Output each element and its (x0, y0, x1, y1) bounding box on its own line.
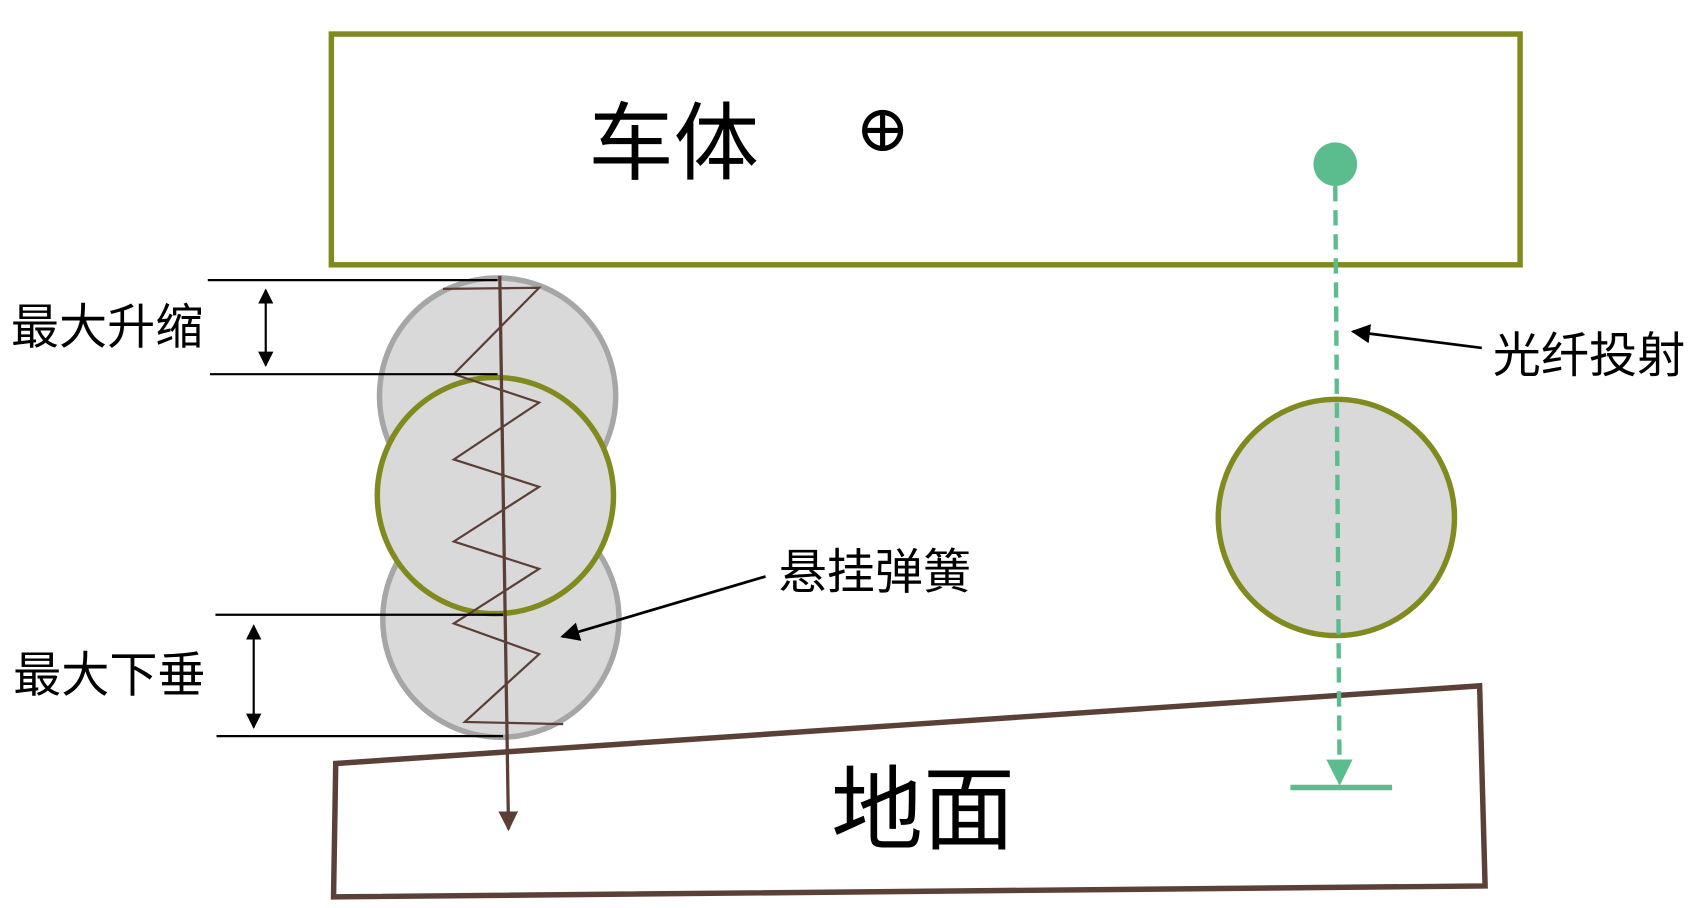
fiber-callout-arrow (1350, 324, 1482, 350)
wheel-right (1215, 396, 1458, 639)
fiber-projection-line (1326, 186, 1353, 786)
fiber-sensor-dot (1313, 142, 1358, 187)
suspension-spring (442, 286, 564, 726)
fiber-projection-label: 光纤投射 (1493, 328, 1685, 384)
center-of-mass-icon: ⊕ (855, 91, 910, 167)
ground-label: 地面 (831, 757, 1015, 864)
spring-axis-arrow (498, 275, 519, 832)
car-body-label: 车体 (588, 95, 759, 194)
max-compression-label: 最大升缩 (11, 300, 203, 356)
max-droop-label: 最大下垂 (13, 647, 205, 703)
ground (330, 682, 1488, 900)
suspension-spring-label: 悬挂弹簧 (779, 545, 971, 601)
wheel-nominal (374, 374, 617, 617)
spring-callout-arrow (560, 575, 766, 641)
